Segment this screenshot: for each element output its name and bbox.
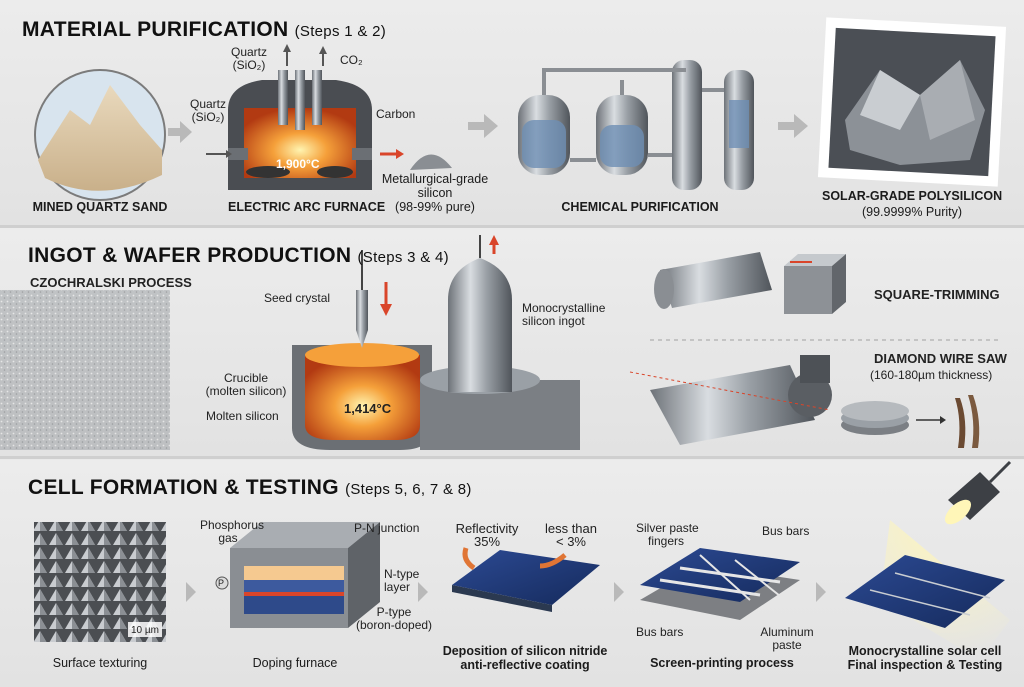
section-divider (0, 225, 1024, 228)
chemical-purification-tanks (518, 60, 754, 190)
wire-saw-label: DIAMOND WIRE SAW (874, 351, 1007, 366)
polysilicon-purity: (99.9999% Purity) (861, 205, 963, 219)
flow-arrow (816, 582, 826, 602)
pn-junction-label: P-N junction (354, 521, 420, 535)
polysilicon-caption: SOLAR-GRADE POLYSILICON (822, 189, 1003, 203)
quartz-left-label: Quartz(SiO₂) (189, 97, 226, 124)
flow-arrow (168, 121, 192, 143)
scale-bar-label: 10 µm (131, 625, 159, 636)
flow-arrow (468, 114, 498, 138)
bus-bars-bottom-label: Bus bars (636, 625, 684, 639)
flow-arrow (186, 582, 196, 602)
furnace-temp-label: 1,900°C (276, 157, 320, 171)
anti-reflective-cell (452, 547, 600, 612)
screen-printed-cell (640, 548, 800, 620)
textured-surface-micrograph (34, 522, 166, 642)
doping-furnace-illustration (215, 522, 380, 628)
carbon-label: Carbon (376, 107, 416, 121)
molten-silicon-label: Molten silicon (206, 409, 279, 423)
co2-label: CO₂ (340, 53, 363, 67)
inspection-lamp-icon (944, 460, 1012, 525)
furnace-caption: ELECTRIC ARC FURNACE (228, 200, 386, 214)
flow-arrow (418, 582, 428, 602)
crucible-temp-label: 1,414°C (344, 401, 392, 416)
texturing-caption: Surface texturing (52, 656, 148, 670)
wafer-thickness-label: (160-180µm thickness) (870, 368, 993, 382)
ingot-title: INGOT & WAFER PRODUCTION (Steps 3 & 4) (28, 244, 449, 267)
crucible-label: Crucible(molten silicon) (205, 371, 287, 398)
chemical-purification-caption: CHEMICAL PURIFICATION (561, 200, 719, 214)
polysilicon-photo (817, 17, 1007, 187)
flow-arrow (778, 114, 808, 138)
square-trimming-label: SQUARE-TRIMMING (874, 287, 1000, 302)
p-marker-label: P (218, 578, 225, 588)
screen-printing-caption: Screen-printing process (650, 656, 794, 670)
diamond-wire-saw-illustration (629, 355, 980, 448)
quartz-sand-image (34, 69, 166, 201)
quartz-top-label: Quartz(SiO₂) (230, 45, 267, 72)
p-type-label: P-type(boron-doped) (356, 605, 433, 632)
square-trimming-illustration (654, 252, 846, 314)
less-than-label: less than< 3% (544, 521, 598, 549)
silicon-ingot (420, 235, 580, 450)
section-divider (0, 456, 1024, 459)
metallurgical-silicon-pile (410, 154, 452, 170)
silicon-grit-texture (0, 290, 170, 450)
cell-title: CELL FORMATION & TESTING (Steps 5, 6, 7 … (28, 476, 472, 499)
seed-crystal-label: Seed crystal (264, 291, 331, 305)
final-solar-cell (845, 520, 1010, 660)
czochralski-crucible (292, 250, 432, 450)
doping-caption: Doping furnace (252, 656, 338, 670)
czochralski-label: CZOCHRALSKI PROCESS (30, 275, 192, 290)
bus-bars-top-label: Bus bars (762, 524, 810, 538)
electric-arc-furnace (206, 44, 404, 190)
flow-arrow (614, 582, 624, 602)
purification-title: MATERIAL PURIFICATION (Steps 1 & 2) (22, 18, 387, 41)
quartz-sand-caption: MINED QUARTZ SAND (32, 200, 168, 214)
